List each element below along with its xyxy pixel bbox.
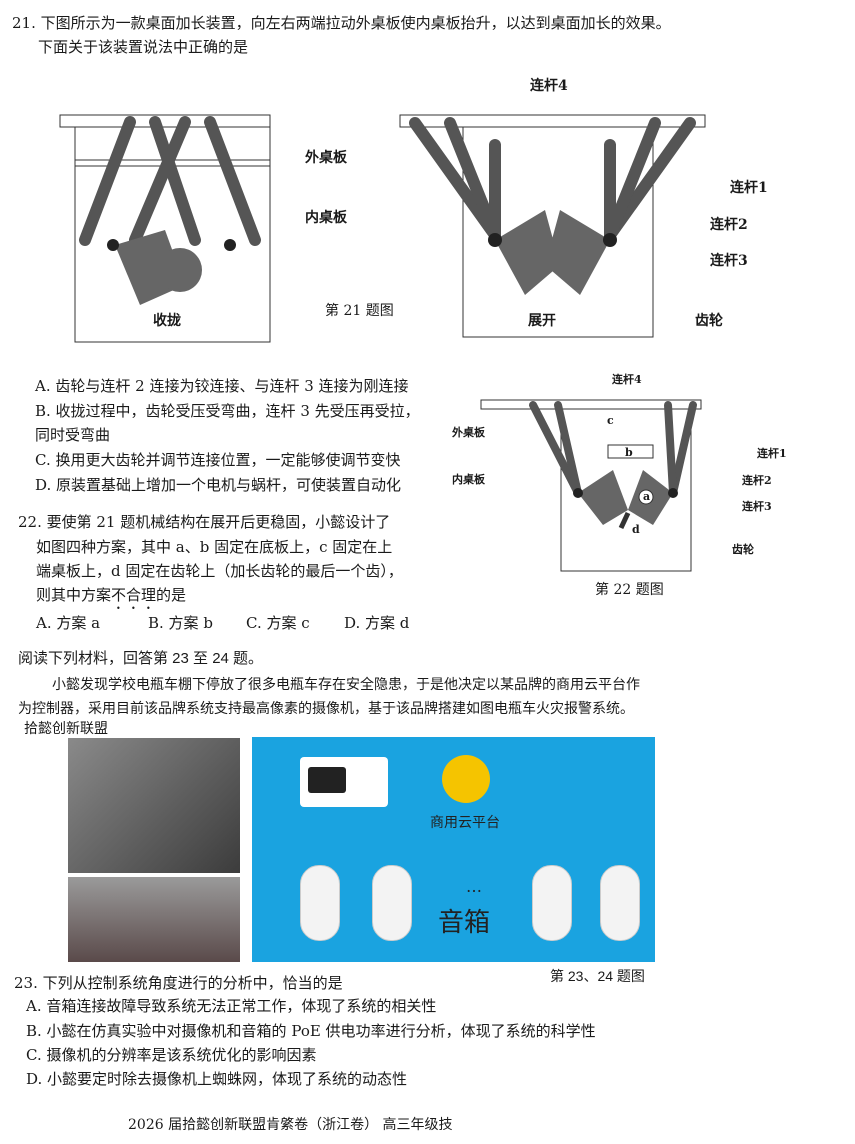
ellipsis: … [466,877,482,896]
q23-option-a: A. 音箱连接故障导致系统无法正常工作，体现了系统的相关性 [26,997,437,1015]
q21-option-a: A. 齿轮与连杆 2 连接为铰连接、与连杆 3 连接为刚连接 [35,377,409,395]
fig22-label-d: d [632,523,640,536]
globe-icon [442,755,490,803]
label-inner-board: 内桌板 [305,210,347,226]
fig22-label-link1: 连杆1 [757,447,787,460]
system-diagram-panel: 商用云平台 … 音箱 [252,737,655,962]
fig22-label-inner-board: 内桌板 [452,473,485,486]
label-outer-board: 外桌板 [305,150,347,166]
q23-option-b: B. 小懿在仿真实验中对摄像机和音箱的 PoE 供电功率进行分析，体现了系统的科… [26,1022,596,1040]
fig22-label-link2: 连杆2 [742,474,772,487]
figure-22-diagram [480,399,702,572]
fig22-label-a: a [643,490,651,503]
q22-stem-2: 如图四种方案，其中 a、b 固定在底板上，c 固定在上 [36,538,393,556]
bike-shed-photo [68,877,240,962]
fig22-label-b: b [625,446,633,459]
figure-21-folded [59,114,271,343]
q21-stem: 21. 下图所示为一款桌面加长装置，向左右两端拉动外桌板使内桌板抬升，以达到桌面… [12,14,671,32]
label-link1: 连杆1 [730,180,768,196]
q21-option-b-cont: 同时受弯曲 [35,426,111,444]
figure-23-caption: 第 23、24 题图 [550,968,645,984]
speaker-icon [300,865,340,941]
q23-option-d: D. 小懿要定时除去摄像机上蜘蛛网，体现了系统的动态性 [26,1070,408,1088]
material-para-1: 小懿发现学校电瓶车棚下停放了很多电瓶车存在安全隐患，于是他决定以某品牌的商用云平… [52,677,640,693]
q22-stem-3: 端桌板上，d 固定在齿轮上（加长齿轮的最后一个齿）， [36,562,403,580]
q22-stem-4: 则其中方案不合理的是 [36,585,186,613]
q23-option-c: C. 摄像机的分辨率是该系统优化的影响因素 [26,1046,317,1064]
q23-stem: 23. 下列从控制系统角度进行的分析中，恰当的是 [14,974,343,992]
q22-stem-emphasis: 不合理 [111,586,157,604]
material-para-2: 为控制器，采用目前该品牌系统支持最高像素的摄像机，基于该品牌搭建如图电瓶车火灾报… [18,701,634,717]
label-gear: 齿轮 [695,313,723,329]
q22-stem-post: 的是 [156,586,187,604]
q22-stem-pre: 则其中方案 [36,586,112,604]
q22-option-c: C. 方案 c [246,614,310,632]
fig22-label-outer-board: 外桌板 [452,426,485,439]
figure-21-unfolded [399,114,706,338]
cloud-platform-label: 商用云平台 [430,814,500,830]
speaker-label: 音箱 [438,907,491,937]
q21-stem-line2: 下面关于该装置说法中正确的是 [38,38,249,56]
label-link3: 连杆3 [710,253,748,269]
q22-option-d: D. 方案 d [344,614,410,632]
watermark-text: 拾懿创新联盟 [24,720,108,736]
q22-option-a: A. 方案 a [36,614,101,632]
fig22-label-link3: 连杆3 [742,500,772,513]
label-link2: 连杆2 [710,217,748,233]
figure-21-caption: 第 21 题图 [325,303,394,319]
speaker-icon [372,865,412,941]
material-intro: 阅读下列材料，回答第 23 至 24 题。 [18,650,264,667]
q21-option-d: D. 原装置基础上增加一个电机与蜗杆，可使装置自动化 [35,476,402,494]
figure-22-caption: 第 22 题图 [595,582,664,598]
q22-stem-1: 22. 要使第 21 题机械结构在展开后更稳固，小懿设计了 [18,513,391,531]
fig22-label-link4: 连杆4 [612,373,642,386]
camera-icon [300,757,388,807]
camera-photo [68,738,240,873]
q21-option-c: C. 换用更大齿轮并调节连接位置，一定能够使调节变快 [35,451,401,469]
speaker-icon [600,865,640,941]
fig22-label-c: c [607,414,614,427]
label-link4: 连杆4 [530,78,568,94]
page-footer: 2026 届拾懿创新联盟肯綮卷（浙江卷） 高三年级技 [128,1117,453,1133]
label-unfolded: 展开 [528,313,556,329]
q22-option-b: B. 方案 b [148,614,213,632]
speaker-icon [532,865,572,941]
q21-option-b: B. 收拢过程中，齿轮受压受弯曲，连杆 3 先受压再受拉， [35,402,420,420]
fig22-label-gear: 齿轮 [732,543,754,556]
label-folded: 收拢 [153,313,181,329]
